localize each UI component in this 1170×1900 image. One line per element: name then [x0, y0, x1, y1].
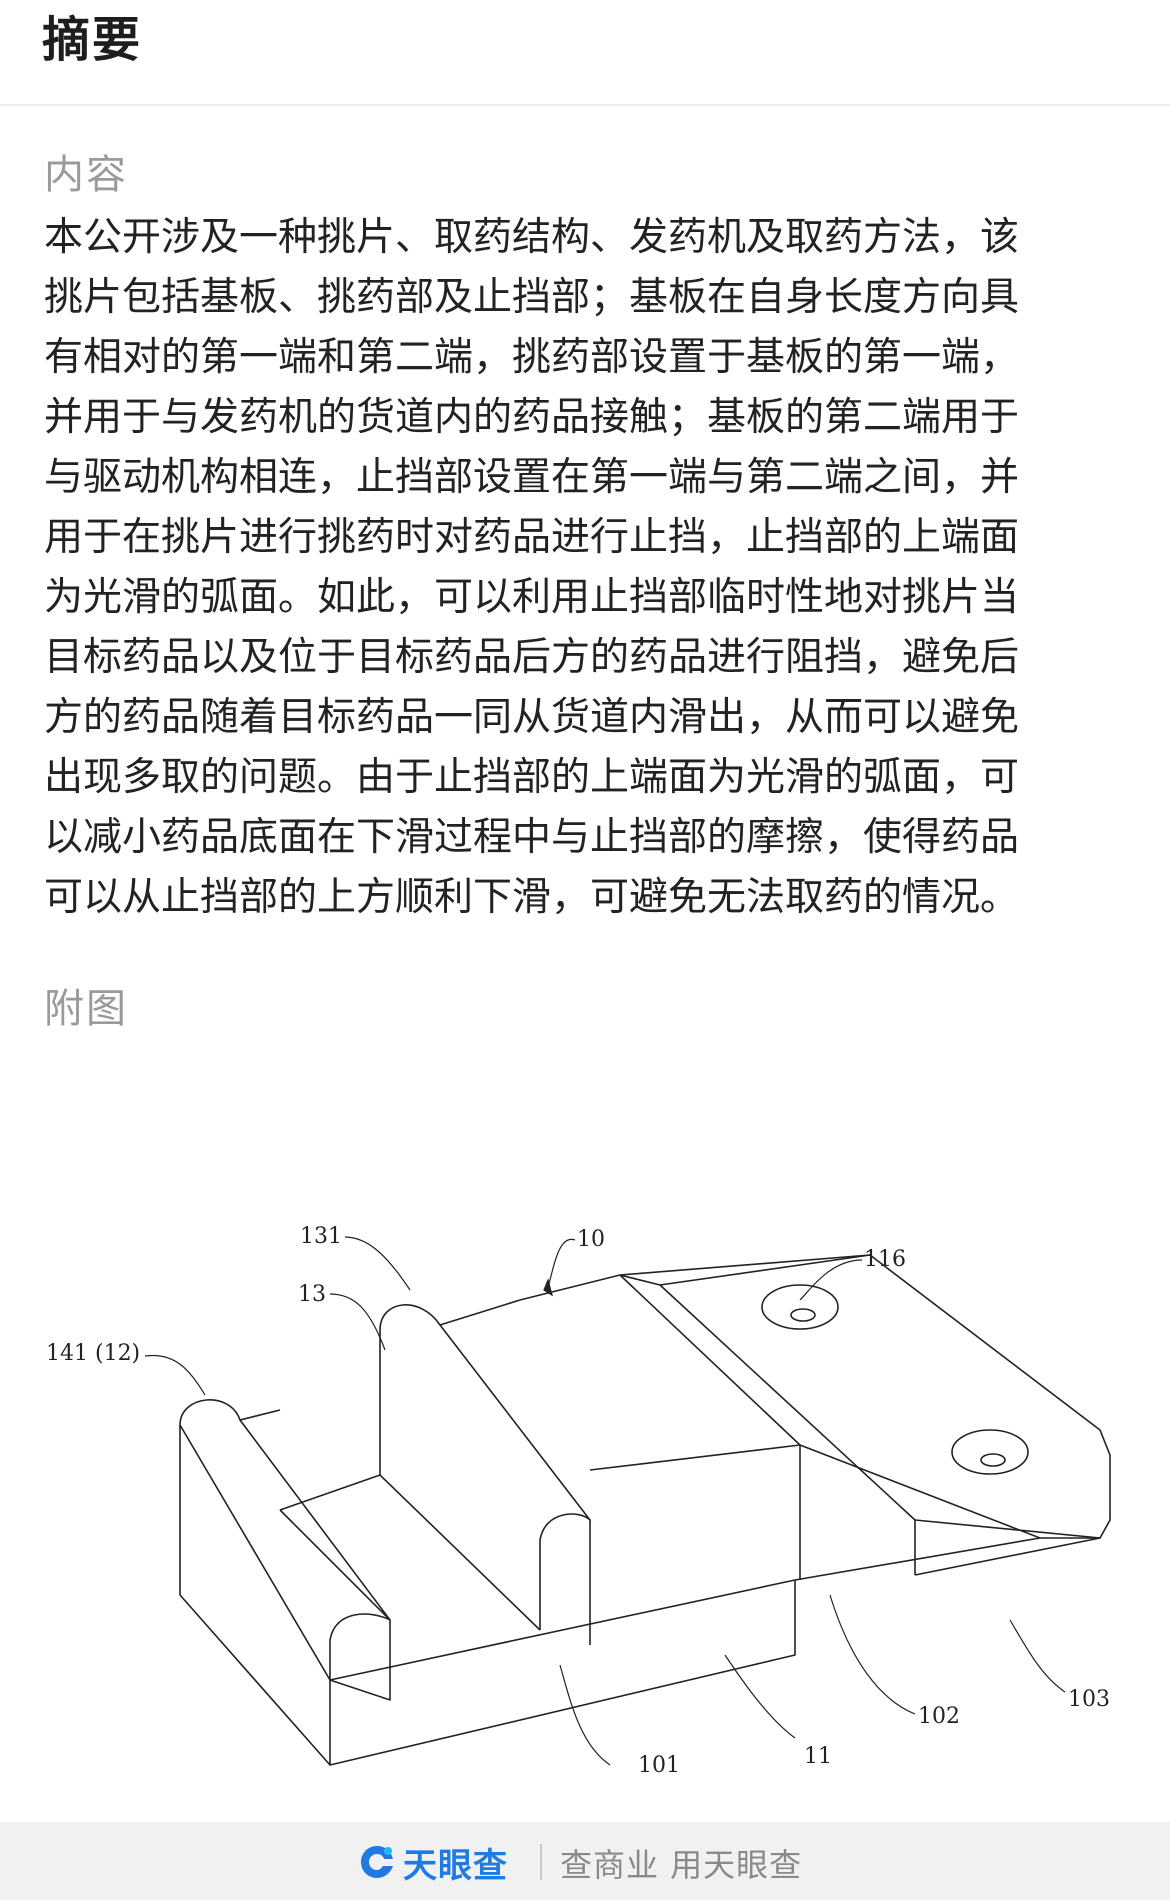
abstract-line: 挑片包括基板、挑药部及止挡部；基板在自身长度方向具 [44, 275, 1020, 320]
abstract-line: 目标药品以及位于目标药品后方的药品进行阻挡，避免后 [44, 635, 1020, 680]
callout-101: 101 [638, 1753, 680, 1778]
content-section-label: 内容 [44, 152, 128, 198]
abstract-line: 以减小药品底面在下滑过程中与止挡部的摩擦，使得药品 [44, 815, 1020, 860]
figure-callouts: 10 131 13 141 (12) 116 101 11 102 103 [46, 1224, 1110, 1778]
figure-section-label: 附图 [44, 986, 128, 1032]
hole-upper [761, 1284, 839, 1330]
callout-141-12: 141 (12) [46, 1341, 140, 1366]
footer-slogan: 查商业 用天眼查 [560, 1846, 803, 1884]
tianyancha-logo-icon [361, 1846, 393, 1878]
abstract-line: 为光滑的弧面。如此，可以利用止挡部临时性地对挑片当 [44, 575, 1020, 620]
patent-figure[interactable]: 10 131 13 141 (12) 116 101 11 102 103 [0, 1140, 1170, 1780]
brand-name: 天眼查 [403, 1845, 508, 1886]
middle-rib [379, 1304, 591, 1645]
plate-top [519, 1254, 1111, 1539]
callout-103: 103 [1068, 1687, 1110, 1712]
abstract-line: 用于在挑片进行挑药时对药品进行止挡，止挡部的上端面 [44, 515, 1020, 560]
abstract-line: 与驱动机构相连，止挡部设置在第一端与第二端之间，并 [44, 455, 1020, 500]
abstract-line: 方的药品随着目标药品一同从货道内滑出，从而可以避免 [44, 695, 1020, 740]
callout-10: 10 [577, 1227, 605, 1252]
brand-logo[interactable]: 天眼查 [355, 1840, 508, 1886]
abstract-line: 出现多取的问题。由于止挡部的上端面为光滑的弧面，可 [44, 755, 1020, 800]
abstract-line: 并用于与发药机的货道内的药品接触；基板的第二端用于 [44, 395, 1020, 440]
callout-13: 13 [298, 1282, 326, 1307]
page-title: 摘要 [42, 12, 143, 68]
footer-banner[interactable]: 天眼查 查商业 用天眼查 [0, 1822, 1170, 1900]
callout-11: 11 [804, 1744, 832, 1769]
callout-116: 116 [864, 1247, 906, 1272]
abstract-line: 本公开涉及一种挑片、取药结构、发药机及取药方法，该 [44, 215, 1020, 260]
footer-divider [540, 1844, 542, 1880]
callout-131: 131 [300, 1224, 342, 1249]
abstract-line: 有相对的第一端和第二端，挑药部设置于基板的第一端， [44, 335, 1020, 380]
callout-102: 102 [918, 1704, 960, 1729]
left-rib [179, 1399, 391, 1701]
abstract-line: 可以从止挡部的上方顺利下滑，可避免无法取药的情况。 [44, 875, 1020, 920]
hole-lower [951, 1429, 1029, 1475]
page-header: 摘要 [0, 0, 1170, 106]
abstract-text: 本公开涉及一种挑片、取药结构、发药机及取药方法，该 挑片包括基板、挑药部及止挡部… [44, 208, 1134, 928]
patent-drawing: 10 131 13 141 (12) 116 101 11 102 103 [46, 1224, 1111, 1778]
